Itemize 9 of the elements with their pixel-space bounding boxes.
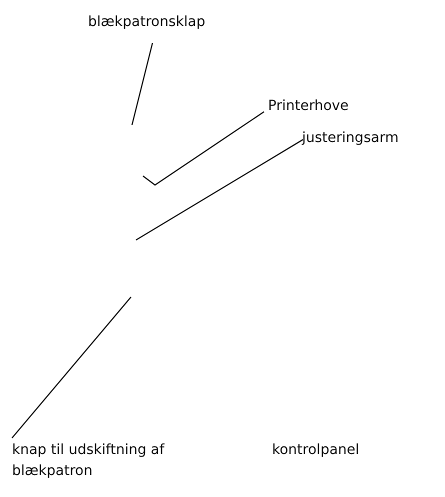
leader-line bbox=[136, 139, 304, 241]
callout-label: justeringsarm bbox=[302, 128, 399, 149]
callout-label: knap til udskiftning af blækpatron bbox=[12, 440, 222, 482]
callout-label: Printerhove bbox=[268, 96, 349, 117]
part-label: kontrolpanel bbox=[272, 441, 360, 460]
callout-label: blækpatronsklap bbox=[88, 12, 206, 33]
leader-line bbox=[142, 111, 264, 186]
leader-line bbox=[131, 42, 154, 126]
leader-line bbox=[12, 296, 132, 438]
